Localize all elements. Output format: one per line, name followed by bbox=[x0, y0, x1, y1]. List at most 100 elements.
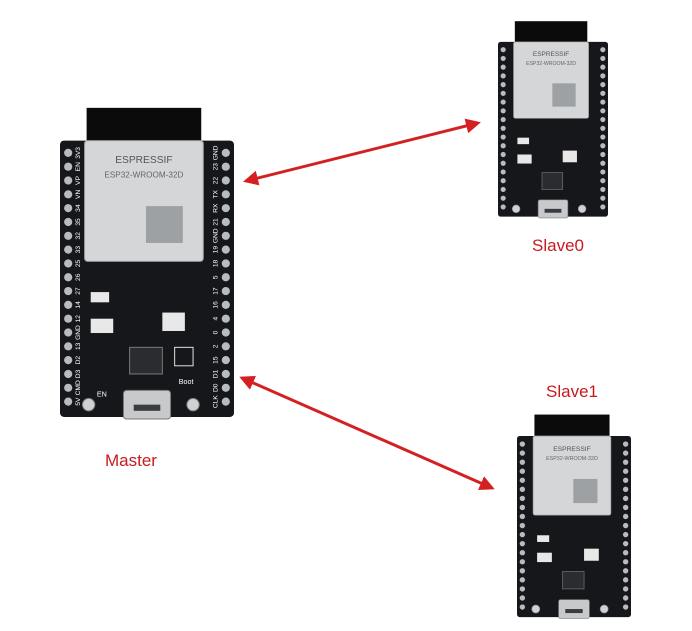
header-pin bbox=[600, 134, 606, 140]
header-pin bbox=[64, 300, 73, 309]
header-pin bbox=[622, 559, 629, 565]
pin-label: D1 bbox=[212, 369, 219, 378]
header-pin bbox=[622, 513, 629, 520]
header-pin bbox=[600, 204, 606, 210]
header-pin bbox=[622, 540, 629, 547]
header-pin bbox=[519, 459, 526, 465]
header-pin bbox=[622, 468, 629, 474]
pin-label: D0 bbox=[212, 383, 219, 392]
header-pin bbox=[500, 99, 506, 105]
qr-code bbox=[573, 478, 598, 504]
pin-label: 0 bbox=[212, 330, 219, 334]
header-pin bbox=[519, 568, 526, 574]
module-model: ESP32-WROOM-32D bbox=[104, 170, 183, 179]
boot-button bbox=[599, 604, 609, 614]
pin-label: 32 bbox=[75, 232, 82, 240]
header-pin bbox=[64, 273, 73, 282]
smd-components bbox=[537, 535, 599, 590]
header-pin bbox=[221, 190, 230, 199]
boot-button bbox=[577, 204, 587, 214]
header-pin bbox=[600, 116, 606, 123]
pin-label: 25 bbox=[75, 259, 82, 267]
header-pin bbox=[519, 550, 526, 556]
header-pin bbox=[622, 504, 629, 511]
pin-label: GND bbox=[212, 228, 219, 243]
header-pin bbox=[221, 300, 230, 309]
header-pin bbox=[622, 477, 629, 483]
pin-label: 16 bbox=[212, 301, 219, 309]
header-pin bbox=[64, 356, 73, 365]
usb-opening bbox=[565, 609, 583, 614]
pin-header-right bbox=[221, 148, 230, 406]
smd-components bbox=[517, 137, 577, 190]
header-pin bbox=[221, 328, 230, 337]
boot-button-label: Boot bbox=[179, 378, 194, 386]
pin-labels-left: 3V3ENVPVN343532332526271412GND13D2D3CMD5… bbox=[75, 147, 82, 406]
header-pin bbox=[500, 134, 506, 140]
header-pin bbox=[500, 178, 506, 184]
header-pin bbox=[519, 477, 526, 483]
pin-label: 12 bbox=[75, 315, 82, 323]
header-pin bbox=[221, 176, 230, 185]
header-pin bbox=[500, 47, 506, 53]
header-pin bbox=[64, 314, 73, 323]
header-pin bbox=[622, 495, 629, 502]
header-pin bbox=[600, 186, 606, 193]
pin-label: 4 bbox=[212, 317, 219, 321]
header-pin bbox=[221, 231, 230, 240]
header-pin bbox=[600, 125, 606, 131]
header-pin bbox=[600, 99, 606, 105]
header-pin bbox=[600, 64, 606, 70]
pin-header-right bbox=[600, 47, 606, 210]
header-pin bbox=[500, 90, 506, 96]
header-pin bbox=[221, 342, 230, 351]
header-pin bbox=[64, 369, 73, 379]
header-pin bbox=[500, 64, 506, 70]
header-pin bbox=[600, 108, 606, 114]
header-pin bbox=[600, 47, 606, 53]
header-pin bbox=[500, 125, 506, 131]
header-pin bbox=[622, 441, 629, 447]
usb-port bbox=[122, 389, 172, 420]
arrow-master-slave1 bbox=[239, 375, 495, 491]
esp32-devkit-slave0: ESPRESSIF ESP32-WROOM-32D bbox=[498, 21, 608, 219]
header-pin bbox=[64, 204, 73, 213]
header-pin bbox=[64, 190, 73, 199]
header-pin bbox=[221, 369, 230, 379]
header-pin bbox=[221, 259, 230, 268]
en-button bbox=[82, 398, 96, 412]
header-pin bbox=[64, 342, 73, 351]
header-pin bbox=[600, 90, 606, 96]
header-pin bbox=[221, 204, 230, 213]
module-brand: ESPRESSIF bbox=[115, 155, 172, 166]
header-pin bbox=[519, 559, 526, 565]
header-pin bbox=[600, 143, 606, 149]
pin-label: 18 bbox=[212, 259, 219, 267]
header-pin bbox=[519, 522, 526, 529]
header-pin bbox=[622, 568, 629, 574]
header-pin bbox=[221, 397, 230, 406]
pin-label: 5V bbox=[75, 397, 82, 406]
esp32-devkit-master: ESPRESSIF ESP32-WROOM-32D EN Boot 3V3ENV… bbox=[60, 107, 234, 420]
header-pin bbox=[600, 160, 606, 166]
pin-label: GND bbox=[212, 145, 219, 160]
pin-label: 34 bbox=[75, 204, 82, 212]
module-model: ESP32-WROOM-32D bbox=[546, 456, 598, 462]
pin-label: 33 bbox=[75, 246, 82, 254]
header-pin bbox=[500, 73, 506, 79]
pin-label: D2 bbox=[75, 356, 82, 365]
header-pin bbox=[600, 178, 606, 184]
pin-label: 27 bbox=[75, 287, 82, 295]
header-pin bbox=[622, 450, 629, 456]
header-pin bbox=[64, 245, 73, 254]
header-pin bbox=[519, 486, 526, 493]
header-pin bbox=[221, 383, 230, 392]
pin-label: 14 bbox=[75, 301, 82, 309]
header-pin bbox=[600, 82, 606, 88]
header-pin bbox=[500, 195, 506, 201]
header-pin bbox=[622, 586, 629, 592]
header-pin bbox=[600, 73, 606, 79]
pin-label: 19 bbox=[212, 246, 219, 254]
esp32-devkit-slave1: ESPRESSIF ESP32-WROOM-32D bbox=[517, 414, 631, 619]
